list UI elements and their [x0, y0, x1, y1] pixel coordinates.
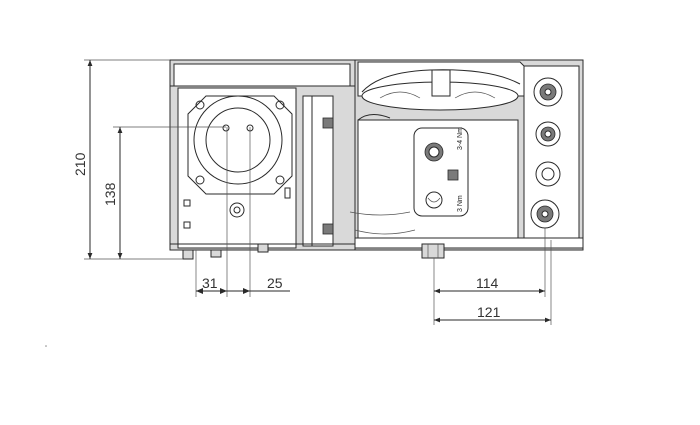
dimension-138: 138: [102, 126, 226, 259]
left-feet: [182, 243, 269, 260]
main-port-outer: [193, 95, 283, 185]
dimension-210: 210: [72, 59, 183, 260]
dim-label-31: 31: [202, 275, 218, 291]
right-housing: 3-4 Nm 3 Nm: [349, 59, 584, 251]
dim-label-114: 114: [476, 275, 499, 291]
dim-label-138: 138: [102, 182, 118, 206]
dim-label-210: 210: [72, 152, 88, 176]
torque-label-side: 3-4 Nm: [457, 127, 464, 150]
left-housing: [169, 59, 356, 251]
dim-label-25: 25: [267, 275, 283, 291]
cable-gland-3: [535, 161, 561, 187]
dimension-114: 114: [433, 228, 546, 325]
dimension-121: 121: [434, 240, 552, 325]
dim-label-121: 121: [477, 304, 501, 320]
torque-label-bottom: 3 Nm: [457, 195, 464, 212]
main-port-inner: [205, 107, 271, 173]
lower-bolt: [229, 202, 245, 218]
right-foot: [421, 243, 445, 259]
dimension-31-25: 31 25: [195, 127, 290, 297]
